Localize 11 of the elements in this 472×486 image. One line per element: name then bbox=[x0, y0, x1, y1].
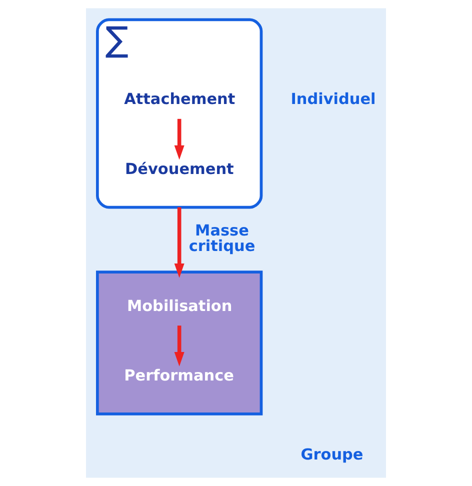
cluster bbox=[96, 270, 263, 416]
node-text: Performance bbox=[124, 366, 234, 384]
arrow bbox=[174, 118, 184, 160]
edge-label: Masse critique bbox=[188, 222, 256, 255]
node-text: Dévouement bbox=[125, 160, 234, 178]
node-text: Mobilisation bbox=[126, 296, 232, 315]
arrow bbox=[174, 207, 184, 278]
node-label: Groupe bbox=[300, 445, 364, 464]
arrow bbox=[174, 326, 184, 366]
node-label: Individuel bbox=[290, 90, 376, 108]
node-text: Attachement bbox=[124, 90, 236, 108]
